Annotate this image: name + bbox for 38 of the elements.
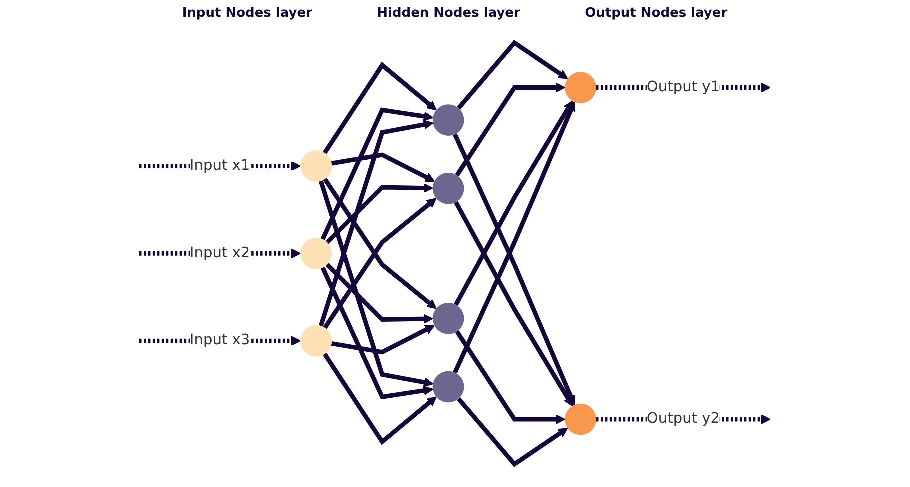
arrow — [323, 62, 437, 154]
layer-heading: Output Nodes layer — [585, 6, 728, 20]
arrow — [323, 198, 437, 330]
arrow — [457, 40, 568, 110]
edge-label: Output y1 — [646, 78, 720, 96]
edge-label: Input x3 — [190, 332, 250, 350]
arrow — [457, 397, 568, 468]
arrow — [326, 263, 434, 324]
arrow — [331, 152, 436, 182]
node-circle — [300, 325, 332, 357]
node-circle — [565, 404, 596, 436]
node-circle — [300, 150, 332, 182]
arrow — [331, 325, 436, 354]
node-circle — [432, 104, 464, 136]
arrow — [455, 330, 566, 424]
node-circle — [432, 302, 464, 334]
arrow — [326, 183, 434, 244]
arrow — [454, 201, 574, 406]
arrow — [323, 352, 437, 446]
node-circle — [565, 72, 596, 104]
arrow — [453, 133, 576, 406]
arrow — [455, 82, 566, 177]
arrow — [323, 178, 437, 310]
node-circle — [432, 172, 464, 204]
node-circle — [300, 238, 332, 270]
edge-label: Input x2 — [190, 244, 250, 262]
arrow — [318, 120, 434, 327]
arrow — [453, 102, 576, 374]
arrow — [454, 100, 574, 306]
arrow — [320, 266, 434, 400]
layer-heading: Hidden Nodes layer — [377, 6, 520, 20]
edge-label: Output y2 — [646, 410, 720, 428]
edge-label: Input x1 — [190, 157, 250, 174]
arrow — [318, 180, 434, 388]
arrow — [320, 108, 434, 240]
layer-heading: Input Nodes layer — [182, 6, 312, 20]
neural-network-diagram: Input x1 Input x2 Input x3 Output y1 Output y2 — [5, 34, 905, 474]
node-circle — [432, 371, 464, 403]
